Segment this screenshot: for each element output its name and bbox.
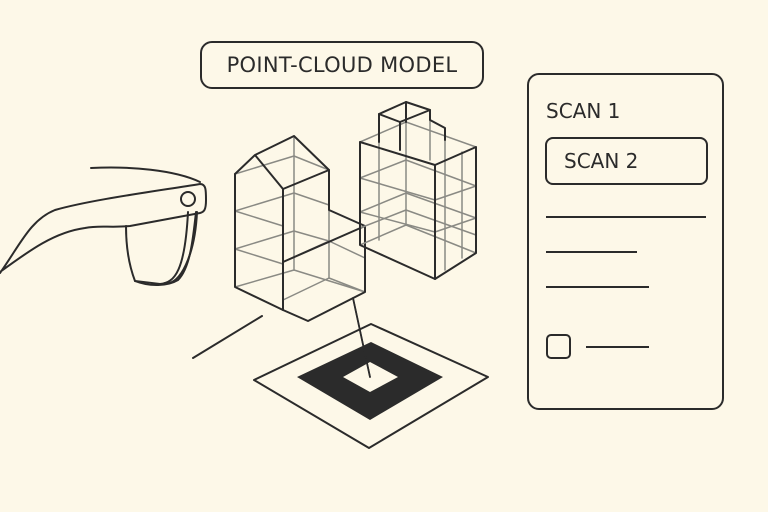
model-title-label: POINT-CLOUD MODEL	[200, 41, 484, 89]
placeholder-line	[546, 286, 649, 288]
ar-glasses-icon	[0, 166, 207, 286]
scan-panel: SCAN 1 SCAN 2	[527, 73, 724, 410]
ground-line	[192, 315, 263, 359]
ar-marker-icon	[253, 297, 489, 449]
placeholder-line	[546, 216, 706, 218]
tower-model	[359, 101, 477, 280]
checkbox[interactable]	[546, 334, 571, 359]
checkbox-label-line	[586, 346, 649, 348]
scan-item-1[interactable]: SCAN 1	[546, 99, 621, 123]
placeholder-line	[546, 251, 637, 253]
scan-item-2-selected[interactable]: SCAN 2	[545, 137, 708, 185]
scan-item-2-label: SCAN 2	[564, 149, 639, 173]
house-model	[234, 135, 366, 322]
